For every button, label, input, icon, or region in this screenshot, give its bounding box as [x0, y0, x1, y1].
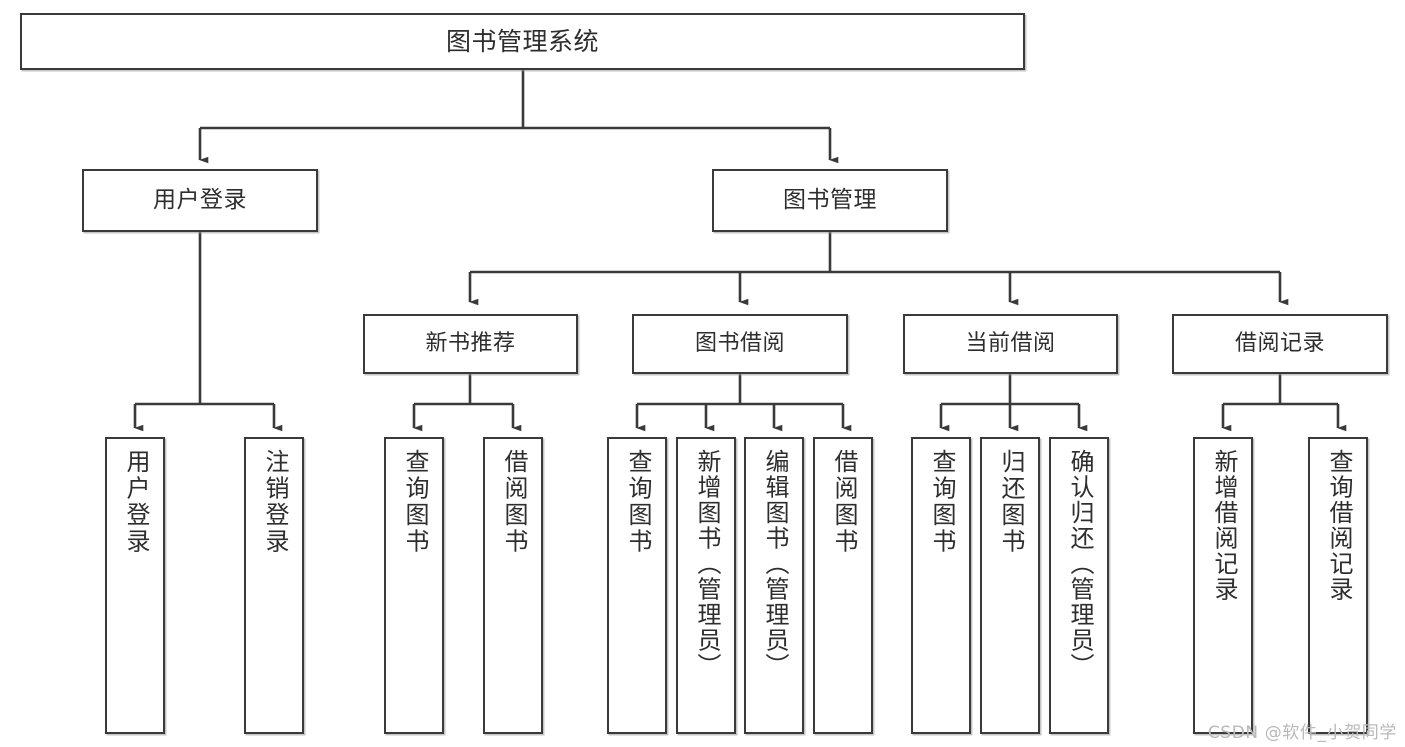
leaf-borrow-edit[interactable]: 编辑图书（管理员） — [744, 437, 804, 734]
leaf-borrow-add-label: 新增图书（管理员） — [692, 449, 721, 679]
leaf-rec-query-record[interactable]: 查询借阅记录 — [1308, 437, 1368, 734]
leaf-cur-query[interactable]: 查询图书 — [911, 437, 971, 734]
node-book-borrow[interactable]: 图书借阅 — [632, 314, 848, 374]
node-root-label: 图书管理系统 — [445, 26, 599, 56]
leaf-borrow-do-label: 借阅图书 — [829, 449, 858, 555]
node-current-borrow-label: 当前借阅 — [965, 330, 1056, 356]
leaf-cur-return-label: 归还图书 — [996, 449, 1025, 555]
leaf-rec-add[interactable]: 新增借阅记录 — [1193, 437, 1253, 734]
node-user-login[interactable]: 用户登录 — [82, 169, 318, 232]
leaf-user-login-label: 用户登录 — [121, 449, 150, 555]
leaf-borrow-query[interactable]: 查询图书 — [607, 437, 667, 734]
node-borrow-record[interactable]: 借阅记录 — [1172, 314, 1388, 374]
node-borrow-record-label: 借阅记录 — [1234, 330, 1325, 356]
leaf-cur-confirm-label: 确认归还（管理员） — [1065, 449, 1094, 679]
node-current-borrow[interactable]: 当前借阅 — [903, 314, 1118, 374]
leaf-user-logout[interactable]: 注销登录 — [244, 437, 304, 734]
leaf-borrow-do[interactable]: 借阅图书 — [813, 437, 873, 734]
node-book-borrow-label: 图书借阅 — [694, 330, 785, 356]
leaf-borrow-query-label: 查询图书 — [623, 449, 652, 555]
node-book-manage[interactable]: 图书管理 — [712, 169, 948, 232]
leaf-rec-query-label: 查询图书 — [400, 449, 429, 555]
leaf-rec-borrow[interactable]: 借阅图书 — [483, 437, 543, 734]
node-root[interactable]: 图书管理系统 — [20, 13, 1025, 70]
node-book-manage-label: 图书管理 — [783, 186, 877, 213]
leaf-cur-query-label: 查询图书 — [927, 449, 956, 555]
leaf-rec-query-record-label: 查询借阅记录 — [1324, 449, 1353, 602]
leaf-borrow-add[interactable]: 新增图书（管理员） — [676, 437, 736, 734]
node-user-login-label: 用户登录 — [153, 186, 247, 213]
leaf-rec-add-label: 新增借阅记录 — [1209, 449, 1238, 602]
leaf-cur-return[interactable]: 归还图书 — [980, 437, 1040, 734]
node-new-book-rec[interactable]: 新书推荐 — [363, 314, 578, 374]
leaf-user-logout-label: 注销登录 — [260, 449, 289, 555]
leaf-rec-borrow-label: 借阅图书 — [499, 449, 528, 555]
leaf-user-login[interactable]: 用户登录 — [105, 437, 165, 734]
node-new-book-rec-label: 新书推荐 — [425, 330, 516, 356]
leaf-borrow-edit-label: 编辑图书（管理员） — [760, 449, 789, 679]
leaf-rec-query[interactable]: 查询图书 — [384, 437, 444, 734]
watermark: CSDN @软件_小贺同学 — [1207, 723, 1397, 743]
leaf-cur-confirm[interactable]: 确认归还（管理员） — [1049, 437, 1109, 734]
